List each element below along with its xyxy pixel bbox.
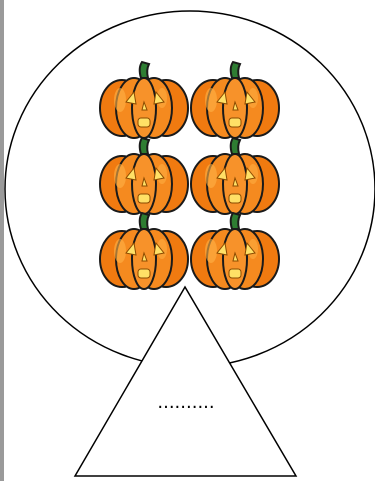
answer-blank[interactable]: .......... (157, 392, 214, 413)
pumpkin-icon (191, 213, 279, 289)
answer-triangle (75, 287, 296, 476)
pumpkin-icon (191, 138, 279, 214)
pumpkin-icon (100, 138, 188, 214)
pumpkin-icon (100, 213, 188, 289)
pumpkin-icon (100, 62, 188, 138)
pumpkin-group (100, 62, 279, 289)
pumpkin-icon (191, 62, 279, 138)
